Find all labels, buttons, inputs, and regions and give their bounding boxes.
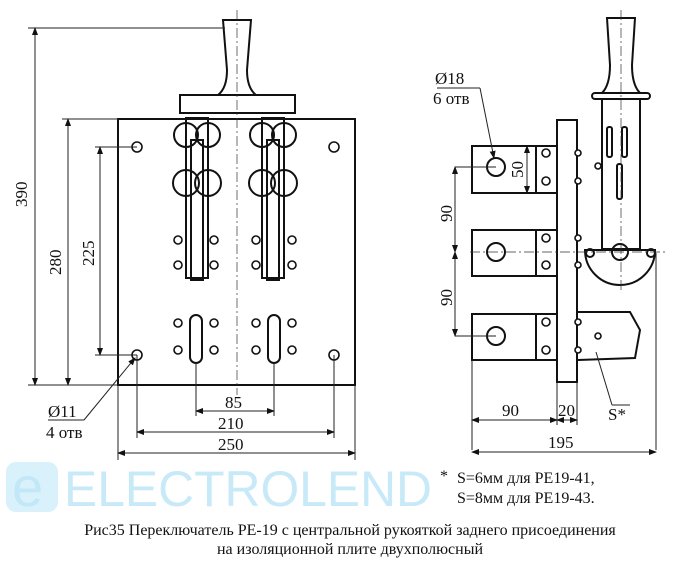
front-view: 390 280 225 85 210 250 Ø11 4 отв: [12, 10, 356, 460]
side-dimensions: Ø18 6 отв 50 90 90 90 20 S* 195: [433, 69, 657, 455]
dim-90-upper: 90: [437, 205, 456, 222]
svg-text:e: e: [12, 455, 43, 518]
hole-diameter-label: Ø11: [48, 402, 77, 421]
mounting-holes: [131, 141, 340, 361]
note-line-2: S=8мм для РЕ19-43.: [457, 490, 595, 507]
dim-225: 225: [79, 241, 98, 267]
dim-390: 390: [12, 182, 31, 208]
sector: [583, 249, 657, 286]
handle-flange: [179, 94, 296, 114]
contact-tab: [577, 311, 642, 361]
watermark-text: ELECTROLEND: [64, 461, 432, 517]
note: * S=6мм для РЕ19-41, S=8мм для РЕ19-43.: [440, 468, 595, 507]
caption-line-1: Рис35 Переключатель РЕ-19 с центральной …: [84, 522, 616, 539]
watermark-logo: e ELECTROLEND: [6, 455, 432, 518]
insulating-plate: [117, 118, 356, 386]
caption-line-2: на изоляционной плите двухполюсный: [217, 541, 483, 558]
caption: Рис35 Переключатель РЕ-19 с центральной …: [84, 522, 616, 558]
side-view: Ø18 6 отв 50 90 90 90 20 S* 195: [433, 10, 665, 455]
terminal-hole-count-label: 6 отв: [433, 89, 469, 108]
terminal-hole-diameter-label: Ø18: [435, 69, 464, 88]
hole-count-label: 4 отв: [46, 423, 82, 442]
dim-280: 280: [46, 250, 65, 276]
dim-90-length: 90: [502, 401, 519, 420]
thickness-s-label: S*: [608, 405, 626, 424]
dim-90-lower: 90: [437, 289, 456, 306]
dim-250: 250: [218, 435, 244, 454]
dim-85: 85: [225, 393, 242, 412]
bolts: [173, 235, 297, 355]
dim-50: 50: [508, 161, 527, 178]
dim-210: 210: [218, 414, 244, 433]
front-dimensions: 390 280 225 85 210 250 Ø11 4 отв: [12, 27, 356, 460]
dim-20: 20: [558, 401, 575, 420]
back-plate: [556, 119, 578, 383]
dim-195: 195: [548, 433, 574, 452]
note-marker: *: [440, 468, 448, 485]
note-line-1: S=6мм для РЕ19-41,: [457, 470, 595, 487]
side-bolts: [541, 148, 602, 355]
